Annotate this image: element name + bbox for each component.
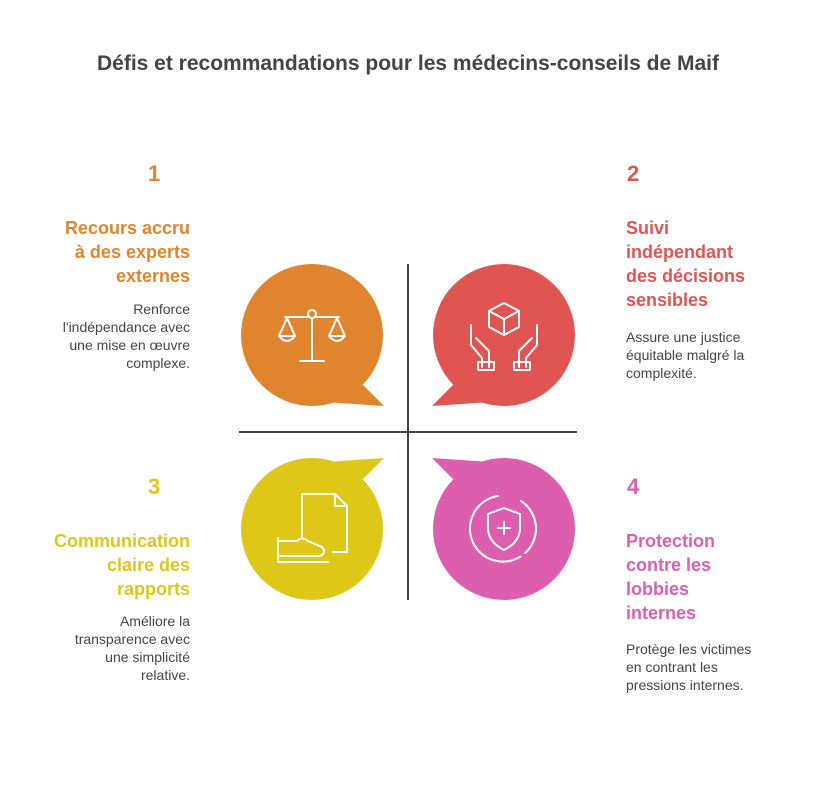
page-title: Défis et recommandations pour les médeci… — [96, 52, 719, 75]
quadrant-2-number: 2 — [627, 161, 640, 186]
shield-plus-icon — [468, 495, 537, 563]
quadrant-2-heading: Suivi indépendant des décisions sensible… — [626, 218, 746, 310]
quadrant-3-description: Améliore la transparence avec une simpli… — [74, 613, 190, 683]
quadrant-3-heading: Communication claire des rapports — [53, 531, 190, 599]
hands-box-icon — [470, 302, 538, 371]
quadrant-4-heading: Protection contre les lobbies internes — [626, 531, 716, 623]
quadrant-1-description: Renforce l'indépendance avec une mise en… — [62, 301, 190, 371]
quadrant-2-description: Assure une justice équitable malgré la c… — [626, 329, 745, 381]
quadrant-4-description: Protège les victimes en contrant les pre… — [626, 641, 752, 693]
quadrant-1-number: 1 — [148, 161, 161, 186]
quadrant-1-heading: Recours accru à des experts externes — [64, 218, 190, 286]
quadrant-3-bubble — [241, 458, 384, 600]
quadrant-3-number: 3 — [148, 474, 161, 499]
scales-icon — [278, 309, 346, 362]
quadrant-4-number: 4 — [627, 474, 640, 499]
hand-document-icon — [277, 493, 348, 563]
